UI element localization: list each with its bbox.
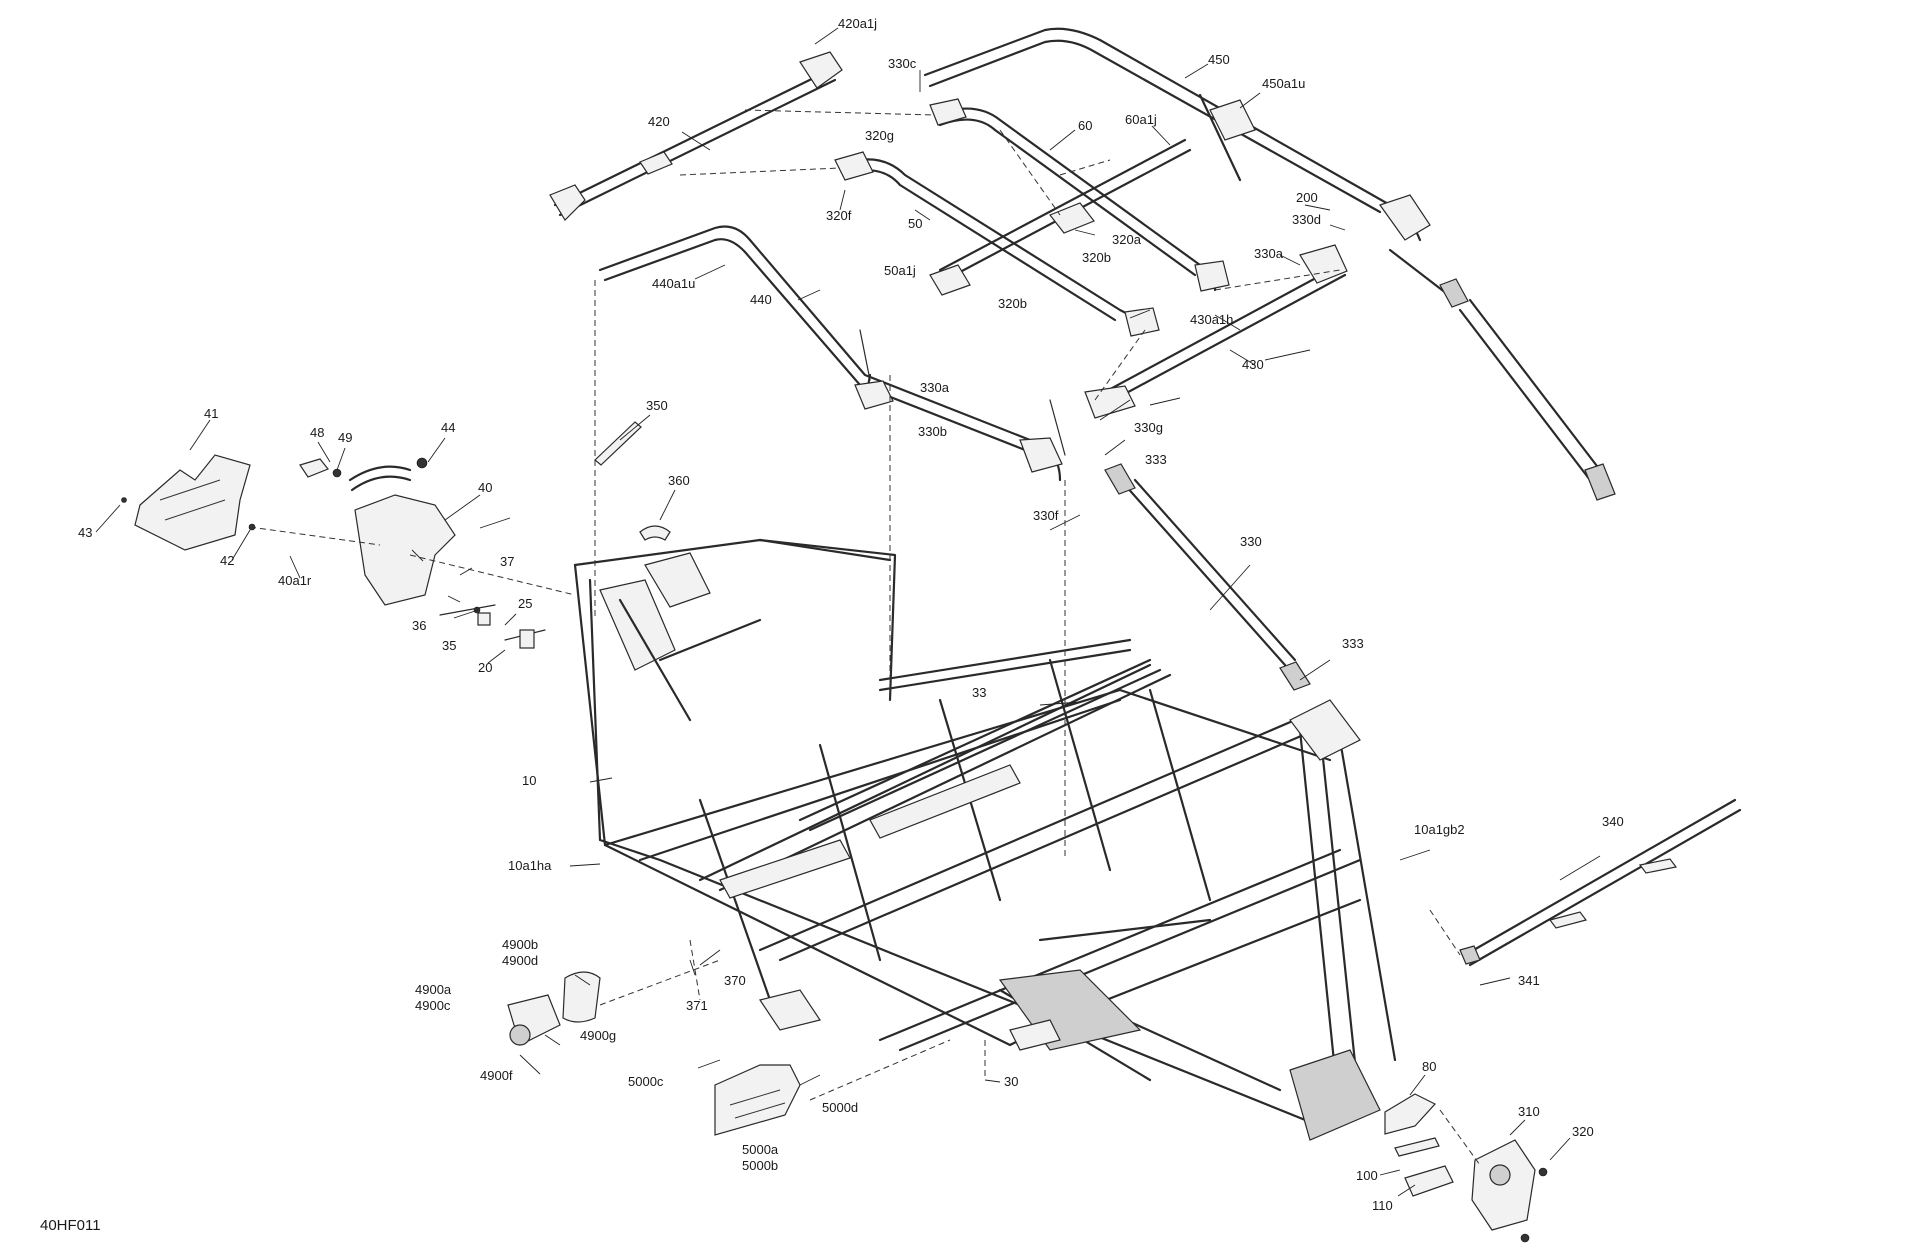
part-10-main-chassis-frame (573, 538, 1397, 1141)
callout-4900d: 4900d (502, 953, 538, 968)
callout-40: 40 (478, 480, 492, 495)
part-350-strap (594, 421, 642, 466)
callout-36: 36 (412, 618, 426, 633)
callout-320b-2: 320b (998, 296, 1027, 311)
callout-370: 370 (724, 973, 746, 988)
callout-320a: 320a (1112, 232, 1142, 247)
callout-80: 80 (1422, 1059, 1436, 1074)
callout-37: 37 (500, 554, 514, 569)
part-50-roof-tube (834, 151, 1160, 337)
part-5000-bracket (714, 1064, 801, 1136)
part-430-rear-crossbar (1084, 244, 1348, 419)
callout-420a1j: 420a1j (838, 16, 877, 31)
fastener-cluster-left (121, 457, 546, 649)
part-40-bracket (299, 458, 456, 606)
callout-10a1gb2: 10a1gb2 (1414, 822, 1465, 837)
callout-10: 10 (522, 773, 536, 788)
callout-330a-2: 330a (920, 380, 950, 395)
callout-5000d: 5000d (822, 1100, 858, 1115)
callout-330a-1: 330a (1254, 246, 1284, 261)
part-360-clip (639, 525, 671, 541)
callout-5000b: 5000b (742, 1158, 778, 1173)
callout-333-1: 333 (1145, 452, 1167, 467)
callout-4900f: 4900f (480, 1068, 513, 1083)
callout-310: 310 (1518, 1104, 1540, 1119)
callout-340: 340 (1602, 814, 1624, 829)
callout-440: 440 (750, 292, 772, 307)
callout-4900a: 4900a (415, 982, 452, 997)
callout-330: 330 (1240, 534, 1262, 549)
callout-371: 371 (686, 998, 708, 1013)
part-60-roof-tube (929, 98, 1230, 292)
callout-30: 30 (1004, 1074, 1018, 1089)
callout-49: 49 (338, 430, 352, 445)
callout-60: 60 (1078, 118, 1092, 133)
callout-50a1j: 50a1j (884, 263, 916, 278)
callout-35: 35 (442, 638, 456, 653)
callout-320g: 320g (865, 128, 894, 143)
callout-420: 420 (648, 114, 670, 129)
part-80-100-110-310-cluster (1384, 1093, 1548, 1243)
part-41-front-skid-plate (134, 454, 251, 551)
callout-330b: 330b (918, 424, 947, 439)
callout-40a1r: 40a1r (278, 573, 312, 588)
callout-4900c: 4900c (415, 998, 451, 1013)
callout-33: 33 (972, 685, 986, 700)
roll-cage-group (549, 27, 1616, 691)
callout-330g: 330g (1134, 420, 1163, 435)
callout-320f: 320f (826, 208, 852, 223)
figure-id: 40HF011 (40, 1217, 101, 1234)
callout-labels: 420a1j 330c 450 450a1u 420 320g 60 60a1j… (78, 16, 1624, 1213)
part-420-front-crossbar (549, 51, 843, 221)
callout-48: 48 (310, 425, 324, 440)
callout-320: 320 (1572, 1124, 1594, 1139)
part-4900-bearing-group (507, 971, 601, 1046)
callout-341: 341 (1518, 973, 1540, 988)
part-330-diagonal-brace (1104, 463, 1311, 691)
part-center-crossbar (929, 138, 1192, 296)
leader-lines (95, 27, 1601, 1197)
callout-42: 42 (220, 553, 234, 568)
callout-440a1u: 440a1u (652, 276, 695, 291)
callout-44: 44 (441, 420, 455, 435)
callout-430: 430 (1242, 357, 1264, 372)
callout-43: 43 (78, 525, 92, 540)
callout-110: 110 (1372, 1198, 1393, 1213)
callout-5000c: 5000c (628, 1074, 664, 1089)
callout-200: 200 (1296, 190, 1318, 205)
callout-450: 450 (1208, 52, 1230, 67)
callout-450a1u: 450a1u (1262, 76, 1305, 91)
callout-430a1h: 430a1h (1190, 312, 1233, 327)
callout-4900b: 4900b (502, 937, 538, 952)
callout-20: 20 (478, 660, 492, 675)
callout-320b-1: 320b (1082, 250, 1111, 265)
callout-60a1j: 60a1j (1125, 112, 1157, 127)
callout-350: 350 (646, 398, 668, 413)
part-340-rear-tube (1459, 798, 1742, 967)
callout-330d: 330d (1292, 212, 1321, 227)
callout-4900g: 4900g (580, 1028, 616, 1043)
callout-100: 100 (1356, 1168, 1378, 1183)
callout-25: 25 (518, 596, 532, 611)
callout-330c: 330c (888, 56, 917, 71)
callout-50: 50 (908, 216, 922, 231)
callout-41: 41 (204, 406, 218, 421)
callout-5000a: 5000a (742, 1142, 779, 1157)
callout-333-2: 333 (1342, 636, 1364, 651)
callout-330f: 330f (1033, 508, 1059, 523)
callout-10a1ha: 10a1ha (508, 858, 552, 873)
part-450-rear-roof-tube (923, 27, 1616, 501)
assembly-dash-lines (249, 109, 1481, 1166)
part-440-front-hoop (598, 225, 1066, 482)
callout-360: 360 (668, 473, 690, 488)
